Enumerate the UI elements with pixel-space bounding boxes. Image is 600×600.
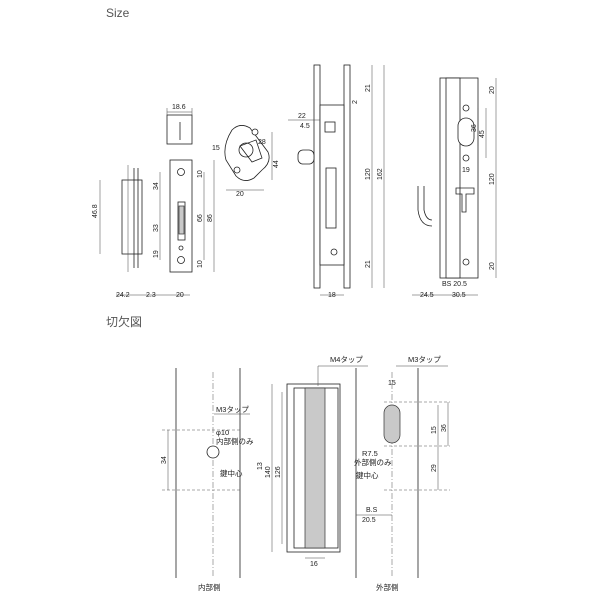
cutout-inner: 34 13 M3タップ φ10 内部側のみ 鍵中心 [161,368,264,578]
svg-text:20: 20 [236,191,244,198]
strike-dim-topw: 18.6 [172,104,186,111]
svg-text:18: 18 [328,292,336,299]
svg-text:46.8: 46.8 [92,204,99,218]
svg-text:10: 10 [197,260,204,268]
svg-text:44: 44 [273,160,280,168]
svg-text:126: 126 [275,466,282,478]
svg-text:M3タップ: M3タップ [408,355,441,364]
caption-outer: 外部側 [376,582,399,592]
cutout-middle: M4タップ 140 126 16 [265,355,368,568]
cutout-outer: M3タップ 15 15 36 29 R7.5 外部側のみ 鍵中心 B.S 20.… [354,355,450,578]
svg-text:29: 29 [431,464,438,472]
svg-text:24.2: 24.2 [116,292,130,299]
svg-text:M4タップ: M4タップ [330,355,363,364]
svg-text:20: 20 [489,86,496,94]
svg-text:16: 16 [310,561,318,568]
svg-text:36: 36 [441,424,448,432]
svg-text:15: 15 [388,380,396,387]
svg-text:19: 19 [153,250,160,258]
svg-text:15: 15 [212,145,220,152]
svg-text:2: 2 [352,100,359,104]
svg-text:120: 120 [489,173,496,185]
svg-text:2.3: 2.3 [146,292,156,299]
svg-text:R7.5: R7.5 [362,449,378,458]
svg-text:20.5: 20.5 [362,517,376,524]
svg-text:4.5: 4.5 [300,123,310,130]
strike-drawing: 18.6 46.8 24.2 2.3 20 34 33 19 10 66 10 … [92,104,215,299]
size-heading: Size [106,6,130,20]
svg-text:36: 36 [471,124,478,132]
svg-text:30.5: 30.5 [452,292,466,299]
svg-text:19: 19 [462,167,470,174]
svg-text:21: 21 [365,84,372,92]
svg-text:21: 21 [365,260,372,268]
svg-text:45: 45 [479,130,486,138]
svg-text:鍵中心: 鍵中心 [220,468,243,478]
svg-text:120: 120 [365,168,372,180]
svg-text:24.5: 24.5 [420,292,434,299]
svg-text:M3タップ: M3タップ [216,405,249,414]
svg-text:66: 66 [197,214,204,222]
svg-text:86: 86 [207,214,214,222]
cutout-heading: 切欠図 [106,315,143,329]
thumbturn-drawing: 28 44 20 15 [212,125,280,198]
svg-text:22: 22 [298,113,306,120]
svg-text:34: 34 [153,182,160,190]
svg-text:20: 20 [176,292,184,299]
svg-text:20: 20 [489,262,496,270]
svg-text:外部側のみ: 外部側のみ [354,457,392,467]
strike-top-view [166,114,193,145]
svg-text:φ10: φ10 [216,428,229,437]
svg-text:B.S: B.S [366,507,378,514]
caption-inner: 内部側 [198,582,221,592]
svg-text:28: 28 [258,139,266,146]
svg-text:33: 33 [153,224,160,232]
svg-text:34: 34 [161,456,168,464]
svg-text:13: 13 [257,462,264,470]
svg-text:140: 140 [265,466,272,478]
svg-text:10: 10 [197,170,204,178]
svg-text:15: 15 [431,426,438,434]
svg-text:内部側のみ: 内部側のみ [216,436,254,446]
svg-text:鍵中心: 鍵中心 [356,470,379,480]
svg-text:162: 162 [377,168,384,180]
svg-text:BS 20.5: BS 20.5 [442,281,467,288]
faceplate-drawing: 20 120 20 45 36 19 BS 20.5 24.5 30.5 [412,77,497,299]
lockbody-drawing: 22 4.5 2 21 120 21 162 18 [288,64,385,299]
